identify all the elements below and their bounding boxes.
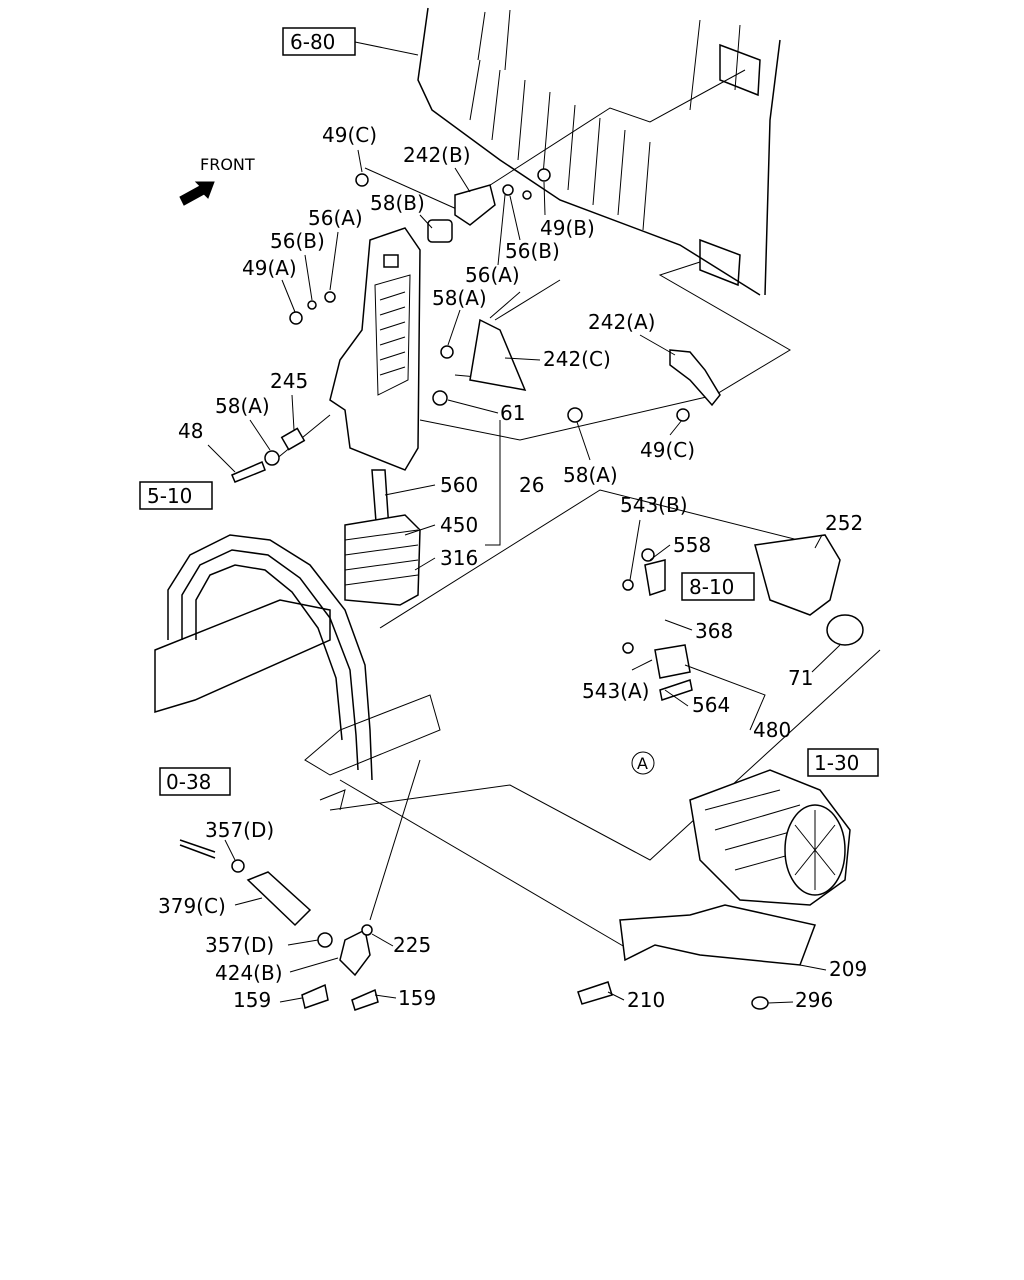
callout: 560 (440, 473, 478, 497)
callout: 61 (500, 401, 525, 425)
callout: 56(B) (505, 239, 560, 263)
callout: 225 (393, 933, 431, 957)
callout: 242(C) (543, 347, 611, 371)
ref-box-1-30 (807, 748, 879, 777)
callout: 58(A) (563, 463, 618, 487)
callout: 56(A) (465, 263, 520, 287)
callout: 159 (398, 986, 436, 1010)
callout: 48 (178, 419, 203, 443)
callout: 56(A) (308, 206, 363, 230)
callout: 159 (233, 988, 271, 1012)
callout: 58(A) (215, 394, 270, 418)
callout: 49(A) (242, 256, 297, 280)
callout: 543(A) (582, 679, 649, 703)
brackets (231, 168, 721, 483)
callout: 58(A) (432, 286, 487, 310)
callout: 558 (673, 533, 711, 557)
front-arrow-icon (179, 181, 215, 206)
callout: 368 (695, 619, 733, 643)
callout: 49(C) (640, 438, 695, 462)
ref-box-5-10 (139, 481, 213, 510)
callout: 26 (519, 473, 544, 497)
callout: 49(B) (540, 216, 595, 240)
callout: 379(C) (158, 894, 226, 918)
ref-box-8-10 (681, 572, 755, 601)
ref-1-30: 1-30 (814, 751, 859, 775)
front-label: FRONT (200, 155, 255, 174)
callout-labels: 49(C) 242(B) 58(B) 56(A) 56(B) 49(A) 56(… (158, 123, 867, 1012)
callout: 209 (829, 957, 867, 981)
callout: 58(B) (370, 191, 425, 215)
callout: 357(D) (205, 933, 274, 957)
ref-box-0-38 (159, 767, 231, 796)
ref-6-80: 6-80 (290, 30, 335, 54)
callout-leaders (207, 149, 841, 1004)
callout: 450 (440, 513, 478, 537)
air-cleaner (577, 534, 864, 1010)
callout: 480 (753, 718, 791, 742)
ref-0-38: 0-38 (166, 770, 211, 794)
callout: 424(B) (215, 961, 283, 985)
cab-panel (417, 7, 781, 296)
callout: 357(D) (205, 818, 274, 842)
callout: 210 (627, 988, 665, 1012)
callout: 71 (788, 666, 813, 690)
callout: 245 (270, 369, 308, 393)
callout: 564 (692, 693, 730, 717)
shift-boot (344, 469, 421, 606)
callout: 242(B) (403, 143, 471, 167)
frame-crossmember (154, 534, 441, 811)
ref-8-10: 8-10 (689, 575, 734, 599)
callout: 49(C) (322, 123, 377, 147)
marker-a-circle (631, 751, 655, 775)
marker-a-label: A (637, 754, 648, 773)
ref-5-10: 5-10 (147, 484, 192, 508)
callout: 252 (825, 511, 863, 535)
shift-lever-housing (329, 227, 421, 471)
callout: 296 (795, 988, 833, 1012)
ref-box-6-80 (282, 27, 356, 56)
callout: 543(B) (620, 493, 688, 517)
callout: 242(A) (588, 310, 655, 334)
callout: 316 (440, 546, 478, 570)
callout: 56(B) (270, 229, 325, 253)
leader-lines (274, 41, 881, 951)
